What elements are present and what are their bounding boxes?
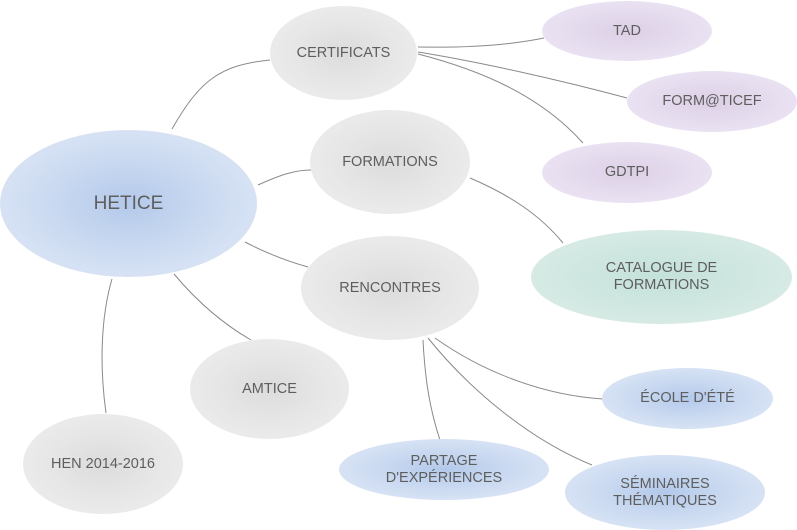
node-label: GDTPI [604, 164, 650, 180]
node-label: FORMATIONS [342, 153, 438, 170]
node-hetice[interactable]: HETICE [0, 130, 257, 277]
node-label: RENCONTRES [339, 279, 441, 296]
edge-formations-catalogue [469, 177, 564, 244]
node-catalogue-de-formations[interactable]: CATALOGUE DE FORMATIONS [531, 230, 792, 324]
node-label: ÉCOLE D'ÉTÉ [640, 390, 735, 406]
edge-rencontres-partage [422, 339, 441, 441]
edge-certificats-formaticef [417, 51, 628, 99]
edge-hetice-amtice [173, 273, 252, 341]
node-rencontres[interactable]: RENCONTRES [301, 236, 479, 340]
node-label: SÉMINAIRES THÉMATIQUES [613, 475, 717, 509]
edge-certificats-gdtpi [417, 53, 584, 144]
node-label: AMTICE [242, 380, 297, 397]
node-label: HETICE [93, 193, 164, 214]
edge-hetice-certificats [171, 59, 271, 130]
node-gdtpi[interactable]: GDTPI [542, 142, 712, 203]
node-label: TAD [613, 22, 641, 39]
edge-certificats-tad [417, 37, 545, 48]
node-amtice[interactable]: AMTICE [190, 339, 349, 439]
node-label: CERTIFICATS [296, 44, 391, 61]
edge-rencontres-seminaires [427, 337, 593, 466]
node-formations[interactable]: FORMATIONS [310, 110, 470, 214]
edge-rencontres-ecole [434, 337, 604, 400]
edge-hetice-hen [101, 278, 113, 414]
node-label: HEN 2014-2016 [51, 455, 155, 472]
node-certificats[interactable]: CERTIFICATS [270, 6, 417, 100]
node-hen-2014-2016[interactable]: HEN 2014-2016 [23, 414, 183, 514]
node-label: CATALOGUE DE FORMATIONS [605, 260, 718, 293]
edge-hetice-rencontres [244, 241, 309, 268]
node-formaticef[interactable]: FORM@TICEF [627, 71, 797, 132]
node-tad[interactable]: TAD [542, 1, 712, 61]
node-seminaires-thematiques[interactable]: SÉMINAIRES THÉMATIQUES [565, 455, 765, 530]
edge-hetice-formations [257, 169, 312, 186]
node-label: FORM@TICEF [662, 93, 762, 109]
node-label: PARTAGE D'EXPÉRIENCES [385, 452, 503, 486]
node-partage-d-experiences[interactable]: PARTAGE D'EXPÉRIENCES [339, 439, 549, 500]
node-ecole-d-ete[interactable]: ÉCOLE D'ÉTÉ [602, 368, 773, 429]
